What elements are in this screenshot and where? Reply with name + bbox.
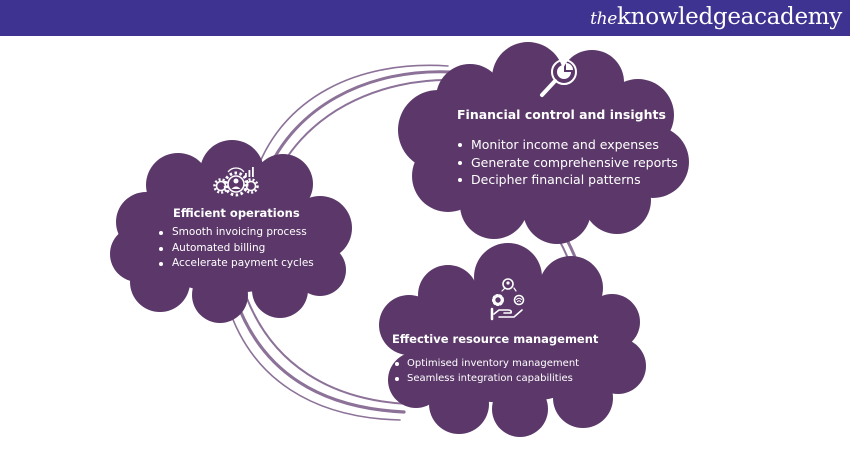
- cloud-resource: [379, 243, 646, 437]
- node-resource-title: Effective resource management: [392, 332, 599, 346]
- node-efficient: Efficient operations Smooth invoicing pr…: [158, 205, 338, 272]
- node-financial-list: Monitor income and expenses Generate com…: [457, 136, 687, 189]
- node-resource: Effective resource management Optimised …: [392, 331, 627, 386]
- logo-prefix: the: [590, 9, 618, 29]
- list-item: Automated billing: [158, 241, 338, 257]
- cloud-financial: [398, 42, 689, 244]
- connector-ring: [227, 64, 585, 421]
- node-resource-list: Optimised inventory management Seamless …: [392, 356, 627, 386]
- list-item: Decipher financial patterns: [457, 171, 687, 189]
- node-efficient-list: Smooth invoicing process Automated billi…: [158, 225, 338, 272]
- brand-logo[interactable]: theknowledgeacademy: [590, 2, 842, 34]
- list-item: Accelerate payment cycles: [158, 256, 338, 272]
- node-financial-title: Financial control and insights: [457, 107, 666, 122]
- header-bar: theknowledgeacademy: [0, 0, 850, 36]
- list-item: Generate comprehensive reports: [457, 154, 687, 172]
- list-item: Optimised inventory management: [392, 356, 627, 371]
- magnifier-pie-chart-icon: [540, 59, 577, 97]
- list-item: Smooth invoicing process: [158, 225, 338, 241]
- list-item: Seamless integration capabilities: [392, 371, 627, 386]
- gears-user-chart-icon: [213, 167, 259, 197]
- logo-text: knowledgeacademy: [617, 4, 842, 30]
- list-item: Monitor income and expenses: [457, 136, 687, 154]
- cloud-efficient: [110, 140, 352, 323]
- node-efficient-title: Efficient operations: [173, 206, 300, 220]
- hand-resources-icon: [490, 278, 525, 321]
- node-financial: Financial control and insights Monitor i…: [457, 106, 687, 189]
